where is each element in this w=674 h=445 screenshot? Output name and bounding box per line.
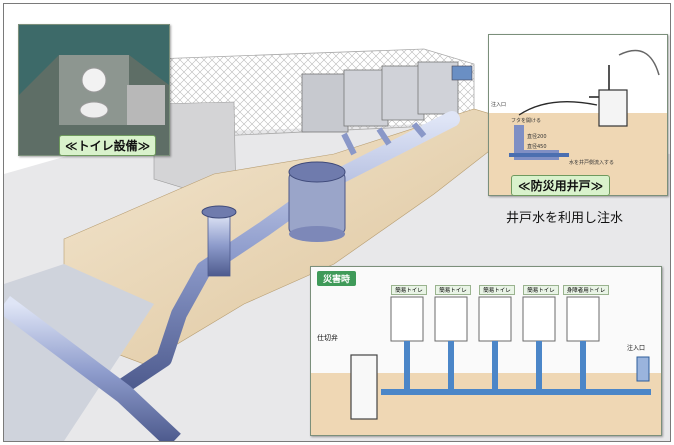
- toilet-photo-image: [19, 25, 169, 155]
- well-diameter-200: 直径200: [527, 134, 547, 140]
- outlet-pipe: [4, 296, 181, 441]
- well-inlet-label: 注入口: [491, 102, 507, 108]
- booth-label-3: 簡易トイレ: [479, 285, 515, 295]
- disaster-diagram: [311, 296, 661, 435]
- valve-label: 仕切弁: [317, 334, 338, 342]
- booth-label-5: 身障者用トイレ: [563, 285, 609, 295]
- manhole-tank: [288, 161, 346, 242]
- toilet-photo: ≪トイレ設備≫: [18, 24, 170, 156]
- toilet-photo-caption: ≪トイレ設備≫: [59, 135, 157, 156]
- well-diameter-450: 直径450: [527, 144, 547, 150]
- disaster-panel: 災害時 仕切弁 注入口 簡易トイレ 簡易トイレ 簡易トイレ 簡易トイレ 身障者用…: [310, 266, 662, 436]
- diagram-frame: ≪トイレ設備≫ 注入口 フタを開ける 直径200 直径450 水を井戸側流入する…: [3, 3, 671, 442]
- well-panel: 注入口 フタを開ける 直径200 直径450 水を井戸側流入する ≪防災用井戸≫: [488, 34, 668, 196]
- booth-label-1: 簡易トイレ: [391, 285, 427, 295]
- well-panel-subtitle: 井戸水を利用し注水: [506, 211, 624, 226]
- well-open-lid-label: フタを開ける: [511, 118, 542, 124]
- booth-label-2: 簡易トイレ: [435, 285, 471, 295]
- inlet-riser: [201, 205, 237, 277]
- toilet-booths: [301, 61, 473, 133]
- disaster-panel-title: 災害時: [317, 271, 357, 286]
- well-panel-title: ≪防災用井戸≫: [511, 175, 611, 196]
- well-diagram: [489, 49, 667, 195]
- booth-label-4: 簡易トイレ: [523, 285, 559, 295]
- well-drainage-note: 水を井戸側流入する: [569, 160, 615, 166]
- branch-pipes: [341, 122, 427, 156]
- disaster-inlet-label: 注入口: [627, 345, 646, 352]
